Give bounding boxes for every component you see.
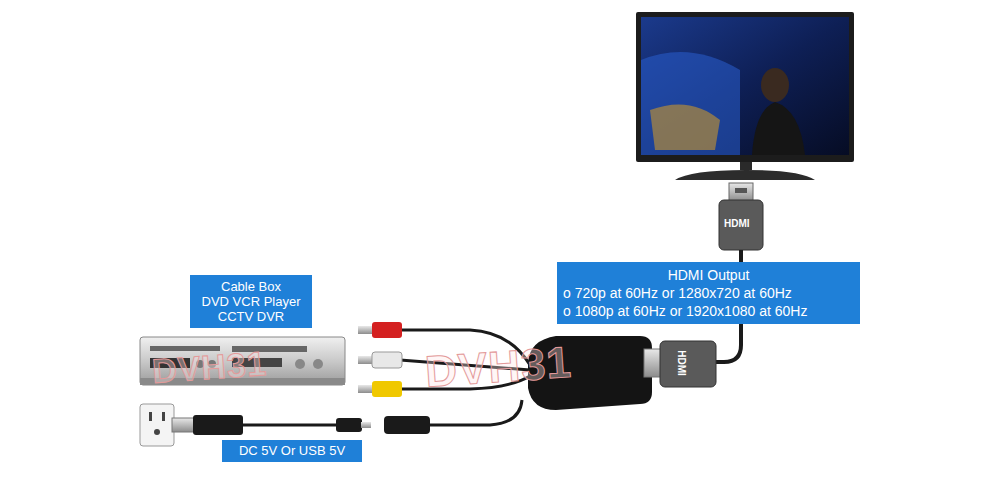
node-text: CCTV DVR	[196, 309, 306, 324]
node-text: o 720p at 60Hz or 1280x720 at 60Hz	[563, 284, 854, 302]
node-text: Cable Box	[196, 279, 306, 294]
television	[636, 12, 854, 180]
node-text: o 1080p at 60Hz or 1920x1080 at 60Hz	[563, 302, 854, 320]
watermark: DVH31	[151, 346, 268, 388]
node-text: HDMI Output	[563, 266, 854, 284]
device-label: Cable BoxDVD VCR PlayerCCTV DVR	[190, 275, 312, 328]
hdmi-plug-text: HDMI	[724, 219, 750, 229]
output-spec-box: HDMI Outputo 720p at 60Hz or 1280x720 at…	[557, 262, 860, 324]
hdmi-plug-text: HDMI	[676, 350, 686, 376]
node-text: DC 5V Or USB 5V	[228, 443, 356, 459]
watermark: DVH31	[424, 340, 574, 394]
power-label: DC 5V Or USB 5V	[222, 440, 362, 462]
node-text: DVD VCR Player	[196, 294, 306, 309]
